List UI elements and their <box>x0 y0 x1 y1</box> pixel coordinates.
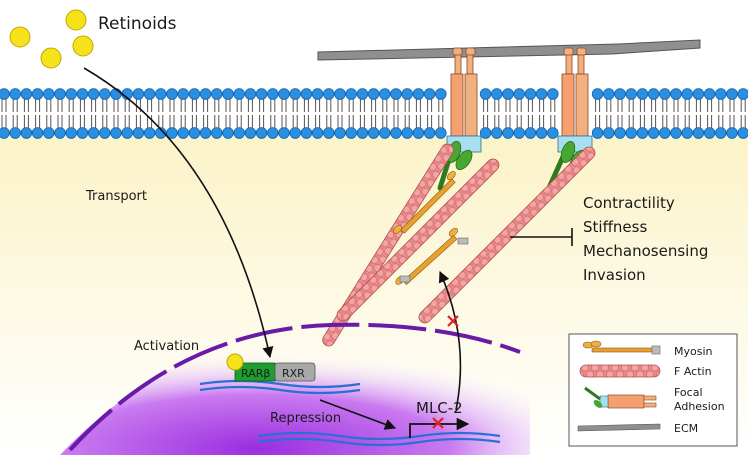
cell-membrane <box>0 88 748 139</box>
blocked-x-mark <box>447 315 459 327</box>
bound-retinoid <box>226 353 244 371</box>
rxr-label: RXR <box>282 367 305 380</box>
legend-focal-adhesion-label-2: Adhesion <box>674 400 725 413</box>
effect-stiffness: Stiffness <box>583 218 647 236</box>
mlc2-promoter-arrow <box>409 417 470 438</box>
repression-label: Repression <box>270 411 341 426</box>
myosin-motors <box>393 171 469 286</box>
transport-arrow <box>83 67 274 359</box>
retinoids-label: Retinoids <box>98 14 177 34</box>
repression-arrow <box>319 399 397 430</box>
effect-invasion: Invasion <box>583 266 646 284</box>
rxr-box <box>274 362 316 382</box>
integrin-right <box>557 47 593 153</box>
legend-actin-icon <box>579 364 661 378</box>
retinoid-molecules <box>9 9 94 69</box>
receptor-complex <box>226 353 316 382</box>
legend: Myosin F Actin Focal Adhesion ECM <box>568 333 738 447</box>
ecm-fiber <box>317 39 701 61</box>
legend-focal-adhesion-label-1: Focal <box>674 386 703 399</box>
nucleus <box>60 324 530 455</box>
transport-label: Transport <box>85 189 147 204</box>
actin-filaments <box>322 143 596 347</box>
legend-ecm-label: ECM <box>674 422 698 435</box>
effect-mechanosensing: Mechanosensing <box>583 242 708 260</box>
repression-x-mark <box>432 417 444 429</box>
effect-contractility: Contractility <box>583 194 675 212</box>
legend-focal-adhesion-icon <box>584 386 657 409</box>
mlc2-to-myosin-arrow <box>438 270 462 411</box>
effects-list: Contractility Stiffness Mechanosensing I… <box>583 194 708 284</box>
legend-myosin-icon <box>582 340 661 355</box>
integrin-left <box>446 47 482 153</box>
legend-actin-label: F Actin <box>674 365 712 378</box>
dna-strand-upper <box>199 379 361 395</box>
legend-myosin-label: Myosin <box>674 345 713 358</box>
mlc2-label: MLC-2 <box>416 399 463 417</box>
rar-beta-label: RARβ <box>241 367 270 380</box>
activation-label: Activation <box>134 339 199 354</box>
legend-ecm-icon <box>577 423 661 432</box>
inhibition-bar <box>510 228 573 246</box>
dna-strand-lower <box>257 431 501 447</box>
